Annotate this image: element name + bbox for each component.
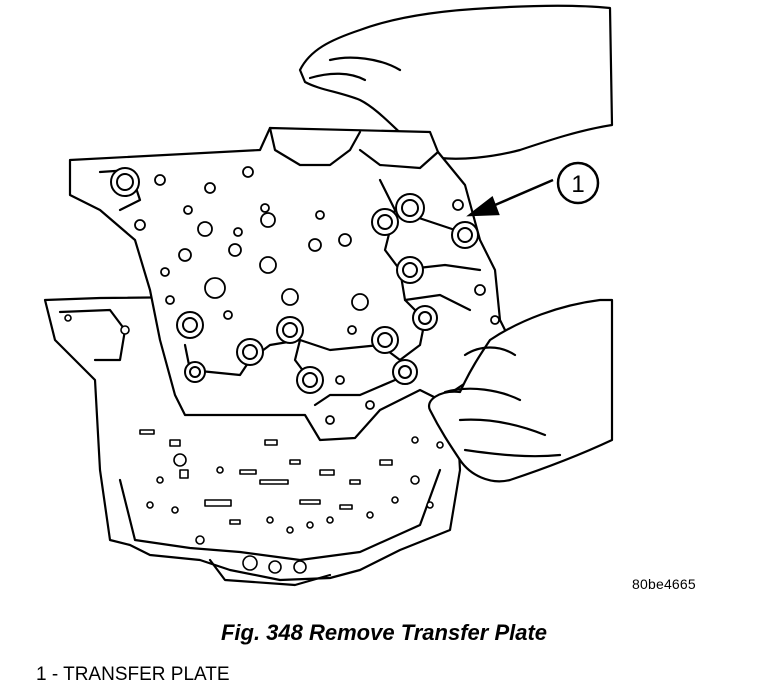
lower-hand: [427, 298, 614, 483]
transfer-plate-illustration: 1: [43, 4, 614, 587]
image-id: 80be4665: [632, 576, 696, 592]
callout-circle: [556, 161, 600, 205]
upper-hand: [298, 4, 614, 160]
figure-caption: Fig. 348 Remove Transfer Plate: [220, 620, 548, 645]
callout-number: 1: [571, 171, 584, 198]
legend-item: 1 - TRANSFER PLATE: [36, 664, 230, 685]
callout-arrow: [466, 178, 554, 217]
